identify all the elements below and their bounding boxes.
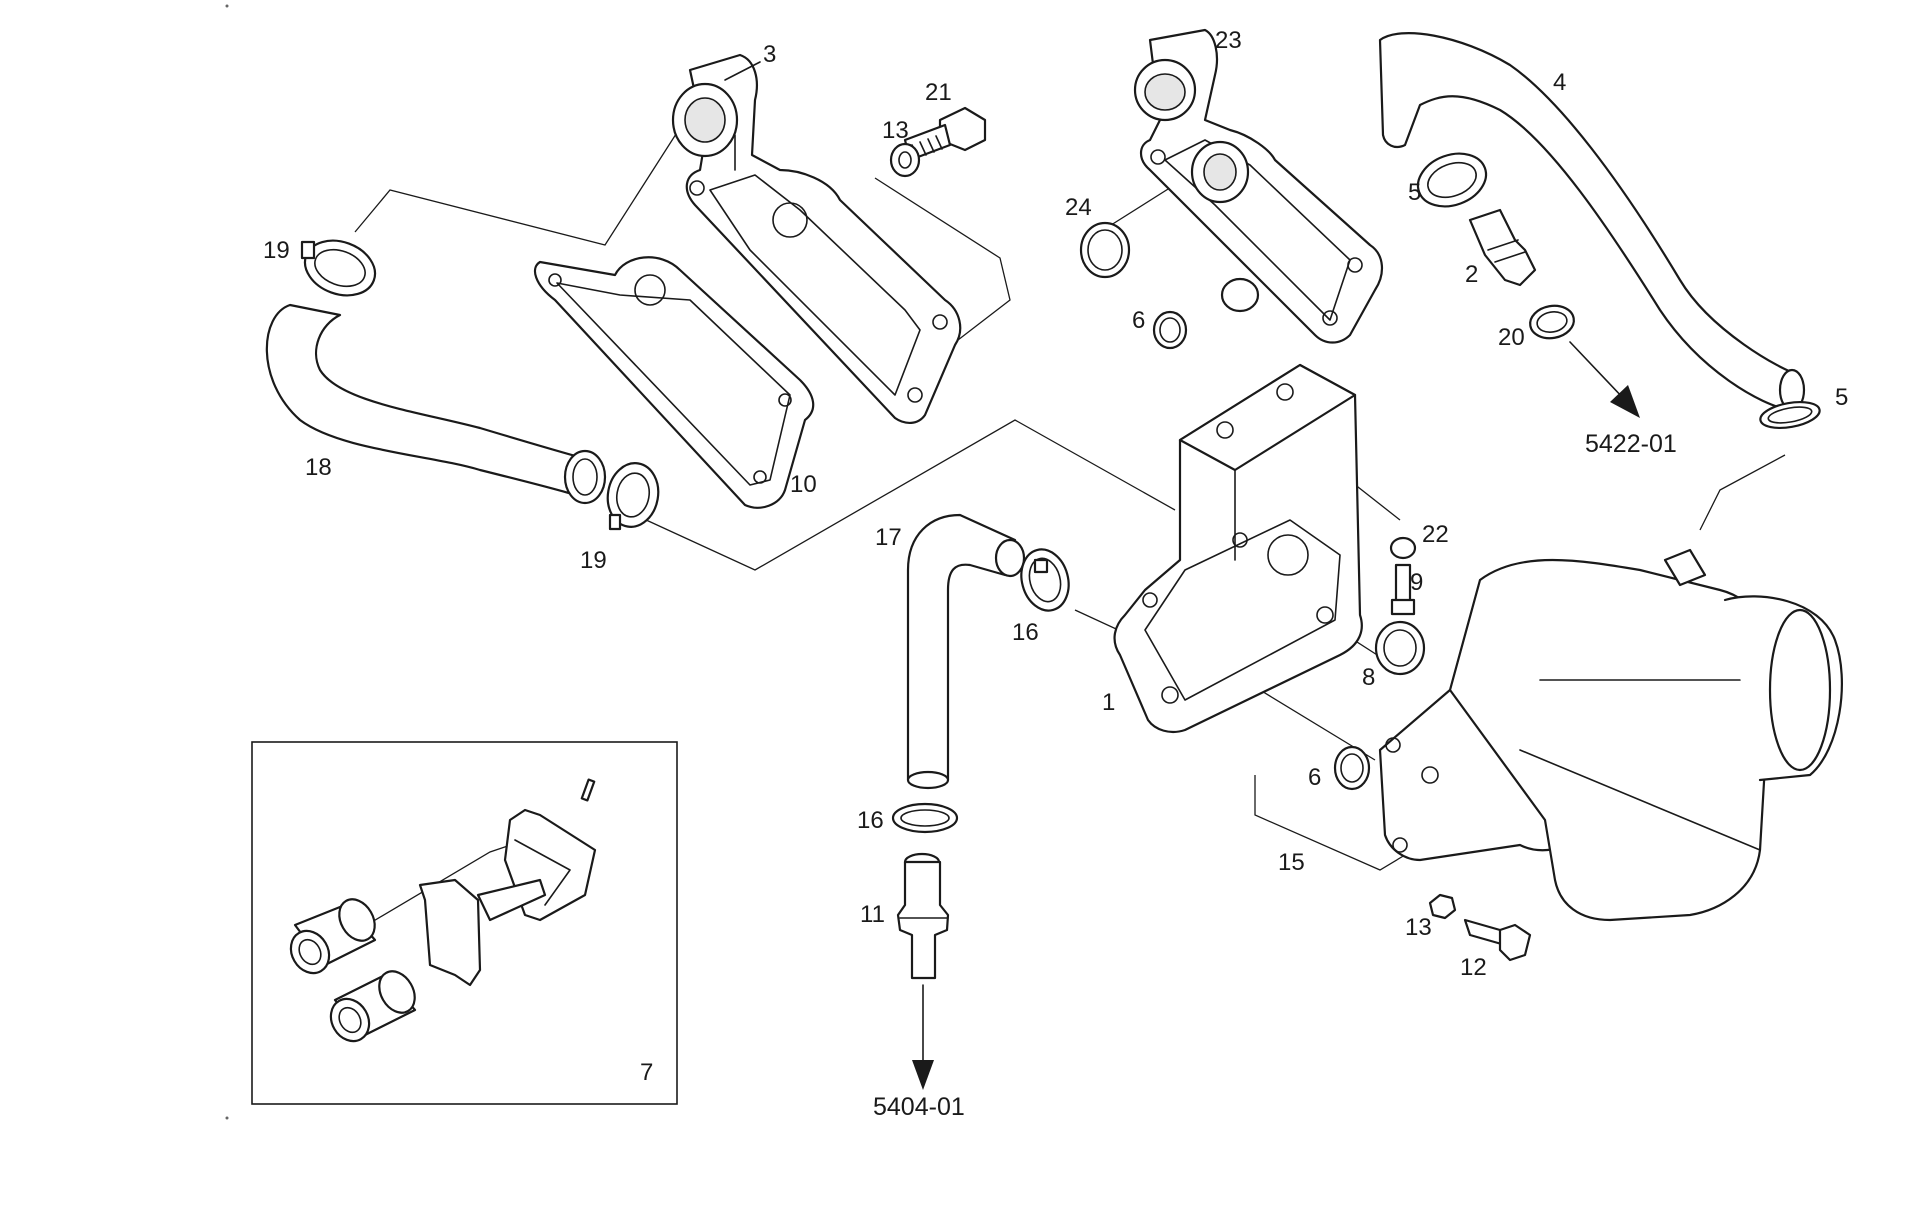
kit-7-tube-upper (289, 898, 377, 975)
o-ring-24 (1079, 221, 1131, 279)
clamp-19-bottom (606, 462, 660, 531)
callout-4: 4 (1553, 69, 1566, 96)
clamp-16-top (1020, 548, 1070, 612)
cooler-15 (1378, 548, 1843, 922)
fitting-11 (896, 852, 950, 980)
o-ring-8 (1374, 620, 1426, 676)
hose-17 (906, 513, 1026, 790)
kit-7-inset (251, 741, 678, 1105)
callout-8: 8 (1362, 664, 1375, 691)
callout-12: 12 (1460, 954, 1487, 981)
o-ring-20 (1529, 304, 1575, 340)
callout-18: 18 (305, 454, 332, 481)
clamp-19-top (300, 239, 377, 297)
callout-6-bottom: 6 (1308, 764, 1321, 791)
callout-13-top: 13 (882, 117, 909, 144)
clamp-5-top (1416, 152, 1488, 208)
hose-18 (265, 303, 607, 505)
callout-5-top: 5 (1408, 179, 1421, 206)
callout-17: 17 (875, 524, 902, 551)
reference-label-bottom: 5404-01 (873, 1093, 965, 1121)
reference-label-top: 5422-01 (1585, 430, 1677, 458)
callout-3: 3 (763, 41, 776, 68)
washer-13-top (889, 142, 921, 178)
arrow-to-ref-bottom (912, 984, 934, 1090)
flange-23 (1133, 28, 1383, 344)
bolt-9 (1390, 563, 1416, 616)
callout-13-bottom: 13 (1405, 914, 1432, 941)
plug-22 (1389, 536, 1417, 560)
callout-16-bottom: 16 (857, 807, 884, 834)
o-ring-6-top (1152, 310, 1188, 350)
callout-5-bottom: 5 (1835, 384, 1848, 411)
callout-24: 24 (1065, 194, 1092, 221)
callout-19-top: 19 (263, 237, 290, 264)
washer-13-bottom (1428, 893, 1457, 920)
callout-6-top: 6 (1132, 307, 1145, 334)
o-ring-6-bottom (1333, 745, 1371, 791)
callout-10: 10 (790, 471, 817, 498)
flange-3 (671, 53, 962, 424)
callout-1: 1 (1102, 689, 1115, 716)
hose-4 (1378, 32, 1806, 412)
housing-1 (1113, 363, 1363, 734)
callout-9: 9 (1410, 569, 1423, 596)
callout-2: 2 (1465, 261, 1478, 288)
callout-22: 22 (1422, 521, 1449, 548)
arrow-to-ref-top (1569, 341, 1640, 418)
callout-16-top: 16 (1012, 619, 1039, 646)
callout-20: 20 (1498, 324, 1525, 351)
callout-21: 21 (925, 79, 952, 106)
callout-15: 15 (1278, 849, 1305, 876)
gasket-10 (533, 256, 815, 509)
kit-7-tube-lower (329, 970, 417, 1043)
callout-7: 7 (640, 1059, 653, 1086)
clamp-5-bottom (1759, 400, 1821, 430)
callout-labels: 3 21 13 19 18 10 19 23 24 6 4 5 2 20 5 1… (263, 27, 1848, 1086)
callout-23: 23 (1215, 27, 1242, 54)
bolt-12 (1463, 918, 1532, 962)
fitting-2 (1468, 208, 1537, 287)
clamp-16-bottom (891, 802, 959, 834)
callout-11: 11 (860, 901, 885, 928)
callout-19-bottom: 19 (580, 547, 607, 574)
